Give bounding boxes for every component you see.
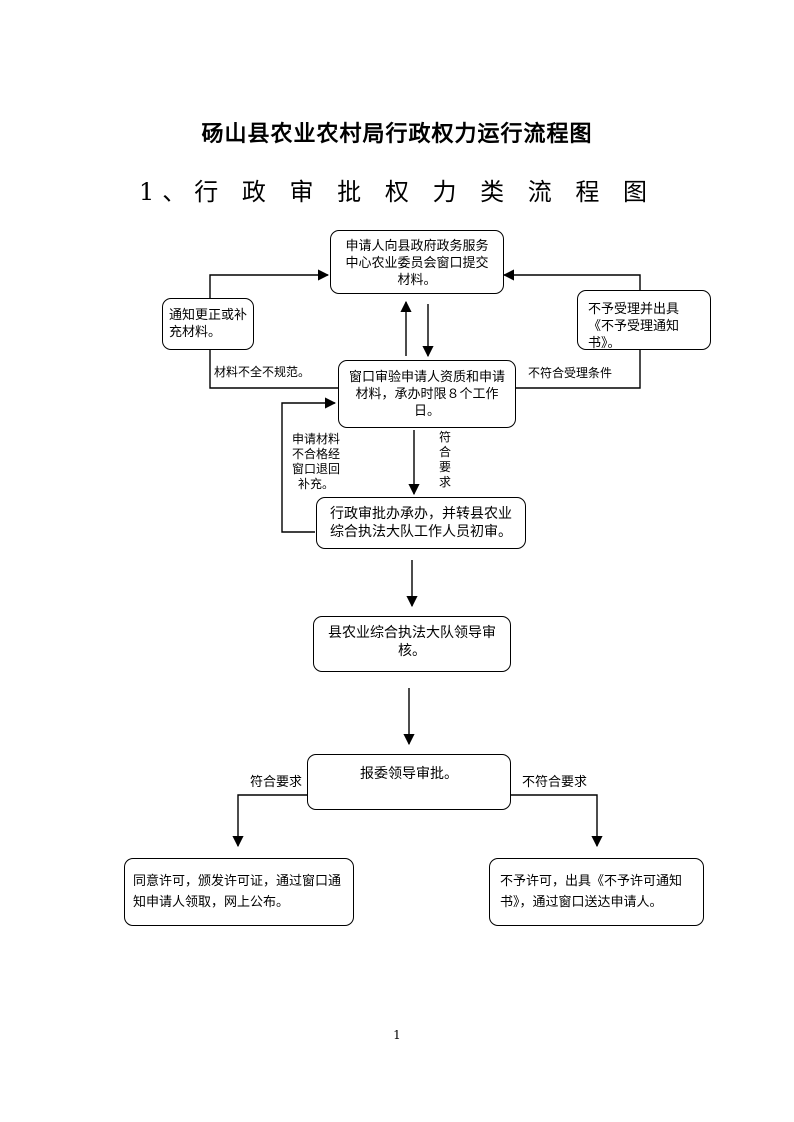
label-not-qualified: 不符合受理条件 [528,366,613,380]
box-report-leader: 报委领导审批。 [307,754,511,810]
connector-notify-to-apply [209,269,330,298]
box-report-leader-text: 报委领导审批。 [360,766,458,782]
box-deny-text: 不予许可，出具《不予许可通知书》，通过窗口送达申请人。 [500,874,683,910]
box-reject-notice-text: 不予受理并出具《不予受理通知书》。 [588,302,680,351]
label-materials-incomplete: 材料不全不规范。 [214,365,311,379]
box-approve: 同意许可，颁发许可证，通过窗口通知申请人领取，网上公布。 [124,858,354,926]
box-leader-review-text: 县农业综合执法大队领导审核。 [328,625,496,659]
connector-office-returned [281,397,337,533]
connector-report-to-approve [232,794,307,848]
box-apply: 申请人向县政府政务服务中心农业委员会窗口提交材料。 [330,230,504,294]
label-meets: 符合要求 [250,775,303,790]
label-meets-requirements-vertical: 符合要求 [438,430,451,489]
connector-review-to-notify [209,350,338,389]
box-approve-text: 同意许可，颁发许可证，通过窗口通知申请人领取，网上公布。 [133,874,342,910]
connector-reject-to-apply [502,269,641,290]
label-materials-returned: 申请材料不合格经窗口退回补充。 [291,432,340,491]
box-window-review-text: 窗口审验申请人资质和申请材料，承办时限８个工作日。 [348,370,505,419]
box-notify-correct-text: 通知更正或补充材料。 [169,308,248,340]
box-approval-office-text: 行政审批办承办，并转县农业综合执法大队工作人员初审。 [330,506,512,540]
page-number: 1 [393,1028,401,1042]
page-title: 砀山县农业农村局行政权力运行流程图 [201,122,593,147]
connector-report-to-deny [511,794,603,848]
box-notify-correct: 通知更正或补充材料。 [162,298,254,350]
page-subtitle: 1、行 政 审 批 权 力 类 流 程 图 [139,178,655,206]
box-apply-text: 申请人向县政府政务服务中心农业委员会窗口提交材料。 [345,239,489,288]
box-window-review: 窗口审验申请人资质和申请材料，承办时限８个工作日。 [338,360,516,428]
connector-review-to-reject [516,350,641,389]
box-approval-office: 行政审批办承办，并转县农业综合执法大队工作人员初审。 [316,497,526,549]
box-reject-notice: 不予受理并出具《不予受理通知书》。 [577,290,711,351]
box-leader-review: 县农业综合执法大队领导审核。 [313,616,511,672]
label-not-meets: 不符合要求 [522,775,588,790]
box-deny: 不予许可，出具《不予许可通知书》，通过窗口送达申请人。 [489,858,704,926]
